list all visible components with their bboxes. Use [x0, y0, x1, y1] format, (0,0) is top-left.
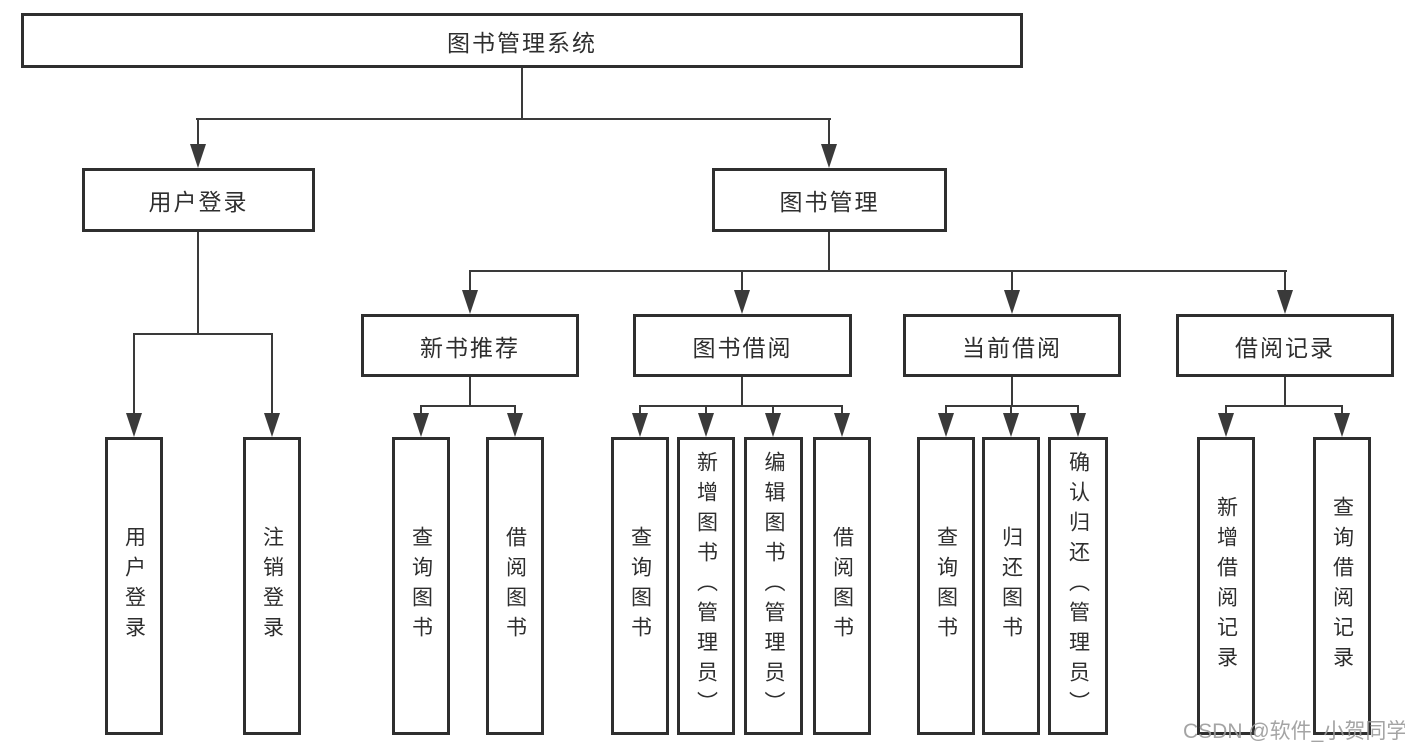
node-book-management-label: 图书管理: [779, 189, 880, 215]
leaf-return-book: 归还图书: [982, 437, 1040, 735]
connector-line: [420, 405, 422, 417]
leaf-add-book-admin-label: 新增图书（管理员）: [694, 451, 718, 721]
connector-line: [1077, 405, 1079, 417]
connector-line: [514, 405, 516, 417]
connector-line: [469, 270, 471, 294]
connector-line: [828, 118, 830, 148]
leaf-edit-book-admin-label: 编辑图书（管理员）: [762, 451, 785, 721]
connector-line: [1011, 270, 1013, 294]
node-book-management: 图书管理: [712, 168, 947, 232]
connector-line: [772, 405, 774, 417]
connector-line: [196, 118, 831, 120]
connector-line: [271, 333, 273, 417]
leaf-borrow-books-recommend: 借阅图书: [486, 437, 544, 735]
connector-line: [1225, 405, 1227, 417]
arrowhead-down-icon: [507, 413, 523, 437]
connector-line: [133, 333, 135, 417]
connector-line: [197, 118, 199, 148]
leaf-logout-label: 注销登录: [260, 526, 284, 646]
connector-line: [639, 405, 843, 407]
leaf-user-login: 用户登录: [105, 437, 163, 735]
node-new-book-recommend: 新书推荐: [361, 314, 579, 377]
leaf-borrow-books-recommend-label: 借阅图书: [503, 526, 527, 646]
csdn-watermark: CSDN @软件_小贺同学: [1183, 720, 1405, 743]
connector-line: [521, 68, 523, 119]
arrowhead-down-icon: [734, 290, 750, 314]
connector-line: [828, 232, 830, 272]
arrowhead-down-icon: [1003, 413, 1019, 437]
leaf-add-book-admin: 新增图书（管理员）: [677, 437, 735, 735]
node-user-login: 用户登录: [82, 168, 315, 232]
connector-line: [841, 405, 843, 417]
node-user-login-label: 用户登录: [148, 189, 249, 215]
arrowhead-down-icon: [938, 413, 954, 437]
arrowhead-down-icon: [1004, 290, 1020, 314]
leaf-return-book-label: 归还图书: [999, 526, 1023, 646]
node-root-label: 图书管理系统: [447, 29, 597, 56]
leaf-borrow-books-borrowing-label: 借阅图书: [830, 526, 854, 646]
node-current-borrowing-label: 当前借阅: [962, 334, 1062, 361]
node-book-borrowing-label: 图书借阅: [692, 334, 793, 361]
connector-line: [1284, 377, 1286, 407]
node-new-book-recommend-label: 新书推荐: [420, 334, 520, 361]
arrowhead-down-icon: [698, 413, 714, 437]
leaf-confirm-return-admin-label: 确认归还（管理员）: [1066, 451, 1090, 721]
leaf-add-borrow-record: 新增借阅记录: [1197, 437, 1255, 735]
connector-line: [469, 270, 1287, 272]
connector-line: [741, 377, 743, 407]
connector-line: [741, 270, 743, 294]
arrowhead-down-icon: [1218, 413, 1234, 437]
leaf-search-books-current-label: 查询图书: [934, 526, 958, 646]
leaf-search-books-recommend: 查询图书: [392, 437, 450, 735]
leaf-add-borrow-record-label: 新增借阅记录: [1214, 496, 1238, 676]
leaf-logout: 注销登录: [243, 437, 301, 735]
connector-line: [1225, 405, 1343, 407]
arrowhead-down-icon: [1334, 413, 1350, 437]
node-current-borrowing: 当前借阅: [903, 314, 1121, 377]
arrowhead-down-icon: [821, 144, 837, 168]
arrowhead-down-icon: [413, 413, 429, 437]
arrowhead-down-icon: [765, 413, 781, 437]
connector-line: [133, 333, 273, 335]
leaf-search-books-recommend-label: 查询图书: [409, 526, 433, 646]
arrowhead-down-icon: [834, 413, 850, 437]
leaf-edit-book-admin: 编辑图书（管理员）: [744, 437, 803, 735]
leaf-user-login-label: 用户登录: [122, 526, 146, 646]
arrowhead-down-icon: [462, 290, 478, 314]
arrowhead-down-icon: [1070, 413, 1086, 437]
arrowhead-down-icon: [190, 144, 206, 168]
connector-line: [197, 232, 199, 335]
leaf-search-books-borrowing: 查询图书: [611, 437, 669, 735]
connector-line: [469, 377, 471, 407]
leaf-borrow-books-borrowing: 借阅图书: [813, 437, 871, 735]
node-borrow-records: 借阅记录: [1176, 314, 1394, 377]
connector-line: [1284, 270, 1286, 294]
arrowhead-down-icon: [264, 413, 280, 437]
node-borrow-records-label: 借阅记录: [1235, 334, 1335, 361]
leaf-confirm-return-admin: 确认归还（管理员）: [1048, 437, 1108, 735]
connector-line: [945, 405, 947, 417]
arrowhead-down-icon: [632, 413, 648, 437]
node-book-borrowing: 图书借阅: [633, 314, 852, 377]
connector-line: [705, 405, 707, 417]
connector-line: [420, 405, 516, 407]
connector-line: [945, 405, 1079, 407]
leaf-search-borrow-record-label: 查询借阅记录: [1330, 496, 1354, 676]
leaf-search-borrow-record: 查询借阅记录: [1313, 437, 1371, 735]
leaf-search-books-current: 查询图书: [917, 437, 975, 735]
node-root: 图书管理系统: [21, 13, 1023, 68]
leaf-search-books-borrowing-label: 查询图书: [628, 526, 652, 646]
connector-line: [1011, 377, 1013, 407]
connector-line: [1341, 405, 1343, 417]
connector-line: [639, 405, 641, 417]
arrowhead-down-icon: [1277, 290, 1293, 314]
connector-line: [1010, 405, 1012, 417]
arrowhead-down-icon: [126, 413, 142, 437]
